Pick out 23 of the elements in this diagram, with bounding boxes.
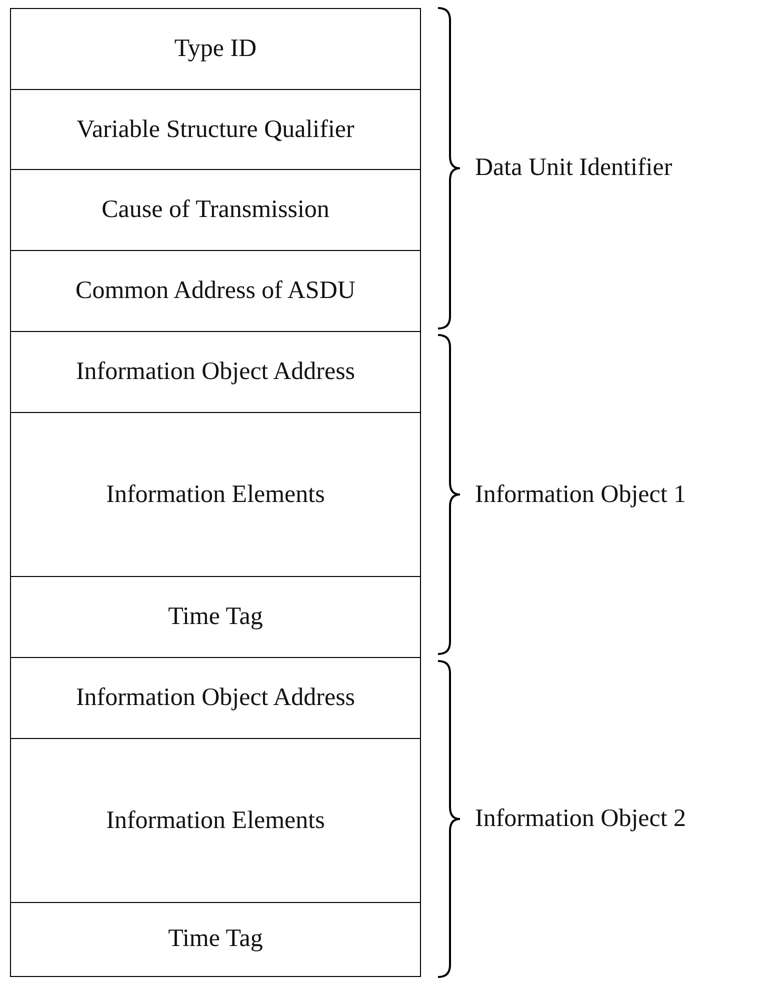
field-label: Time Tag	[168, 603, 263, 631]
field-box	[10, 250, 421, 332]
field-box	[10, 8, 421, 90]
field-box	[10, 412, 421, 578]
group-label: Data Unit Identifier	[475, 154, 672, 182]
field-box	[10, 169, 421, 251]
field-label: Time Tag	[168, 925, 263, 953]
field-label: Information Elements	[106, 480, 325, 508]
field-label: Cause of Transmission	[102, 196, 330, 224]
field-label: Information Object Address	[76, 684, 356, 712]
field-box	[10, 902, 421, 976]
field-box	[10, 88, 421, 170]
field-box	[10, 738, 421, 903]
field-label: Variable Structure Qualifier	[76, 116, 354, 144]
field-label: Information Elements	[106, 806, 325, 834]
field-label: Information Object Address	[76, 358, 356, 386]
field-box	[10, 576, 421, 658]
field-box	[10, 331, 421, 413]
field-label: Type ID	[174, 35, 257, 63]
field-label: Common Address of ASDU	[76, 277, 356, 305]
group-label: Information Object 1	[475, 480, 686, 508]
field-box	[10, 656, 421, 740]
group-label: Information Object 2	[475, 804, 686, 832]
